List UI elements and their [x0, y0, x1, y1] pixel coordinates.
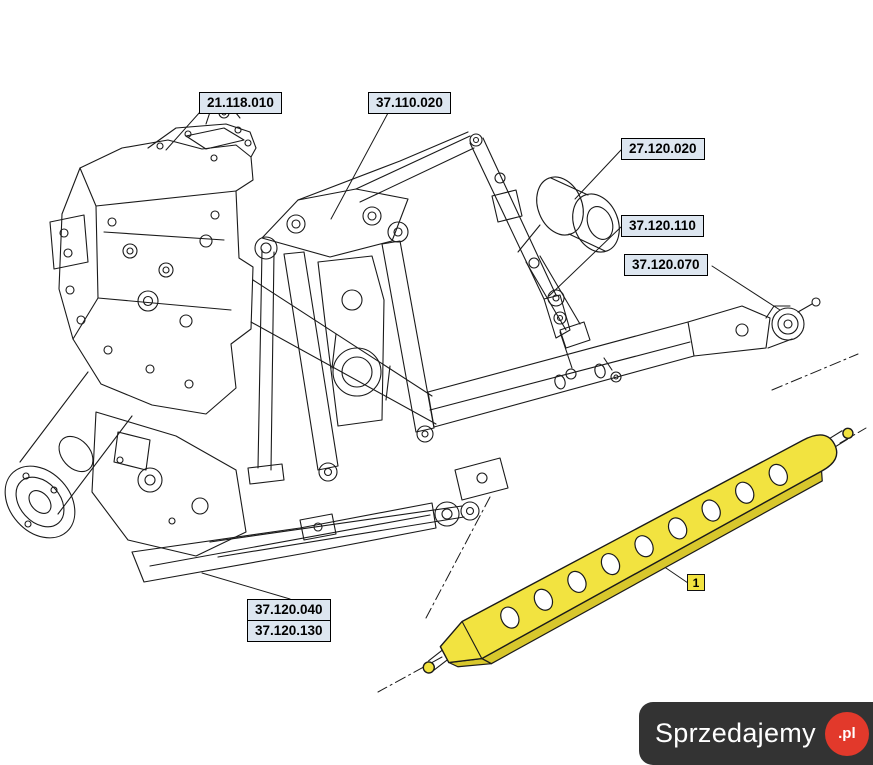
axle-housing [4, 371, 133, 539]
watermark-tld-badge: .pl [824, 711, 869, 756]
callout-37-120-130[interactable]: 37.120.130 [247, 619, 331, 642]
leader-lines [165, 111, 781, 600]
drawbar-frame [427, 305, 771, 428]
phantom-lines [377, 353, 867, 693]
callout-stack-bottom: 37.120.040 37.120.130 [247, 599, 331, 642]
lower-housing [91, 411, 247, 557]
transmission-housing [49, 139, 254, 415]
callout-37-120-040[interactable]: 37.120.040 [247, 599, 331, 621]
sway-link [525, 255, 591, 349]
callout-item-1[interactable]: 1 [687, 574, 705, 591]
callout-37-120-070[interactable]: 37.120.070 [624, 254, 708, 276]
lower-link-arms [131, 457, 509, 583]
top-link [297, 131, 483, 203]
watermark-text: Sprzedajemy [655, 718, 816, 748]
top-cover [147, 107, 257, 162]
callout-21-118-010[interactable]: 21.118.010 [199, 92, 282, 114]
lift-rod [469, 137, 577, 380]
watermark: Sprzedajemy .pl [639, 702, 873, 765]
watermark-tld-text: .pl [838, 725, 856, 742]
drawbar-highlighted-part[interactable] [412, 418, 869, 693]
callout-37-110-020[interactable]: 37.110.020 [368, 92, 451, 114]
frame-rails [250, 279, 437, 425]
roller-bracket [765, 297, 821, 349]
hydraulic-drum [517, 176, 620, 253]
callout-27-120-020[interactable]: 27.120.020 [621, 138, 705, 160]
callout-37-120-110[interactable]: 37.120.110 [621, 215, 704, 237]
